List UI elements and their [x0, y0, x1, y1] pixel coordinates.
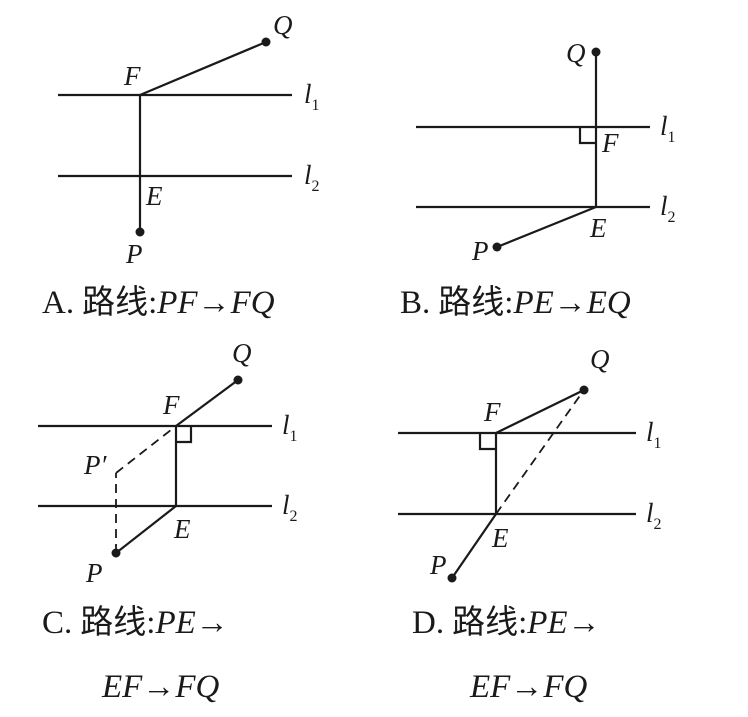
panel-c: Q F P′ E P l1 l2 C.路线:PE→ EF→FQ: [38, 338, 298, 705]
panel-b-label-l1: l1: [660, 111, 676, 146]
panel-c-label-e: E: [173, 514, 191, 544]
panel-d-point-p: [447, 573, 457, 583]
panel-b-segment-pe: [496, 205, 597, 249]
panel-c-label-f: F: [162, 390, 180, 420]
panel-d-label-f: F: [483, 397, 501, 427]
panel-a-segment-fq: [139, 40, 267, 97]
panel-c-caption-line-1: C.路线:PE→: [42, 604, 229, 641]
panel-c-caption-line-2: EF→FQ: [101, 669, 219, 705]
panel-d: Q F E P l1 l2 D.路线:PE→ EF→FQ: [398, 344, 662, 705]
panel-a-point-q: [261, 37, 271, 47]
panel-d-label-l1: l1: [646, 417, 662, 452]
panel-d-segment-pe: [451, 513, 497, 579]
panel-b-label-e: E: [589, 213, 607, 243]
panel-d-dashed-eq: [495, 389, 585, 515]
panel-a-label-l2: l2: [304, 160, 320, 195]
panel-b-label-p: P: [471, 236, 489, 266]
panel-c-right-angle-mark: [176, 426, 193, 444]
panel-c-label-p: P: [85, 558, 103, 588]
panel-c-dashed-pf: [115, 425, 177, 474]
panel-a-label-l1: l1: [304, 79, 320, 114]
panel-b: Q F E P l1 l2 B.路线:PE→EQ: [400, 38, 676, 321]
panel-c-point-q: [233, 375, 243, 385]
panel-b-caption: B.路线:PE→EQ: [400, 284, 631, 321]
panel-b-label-f: F: [601, 128, 619, 158]
panel-d-segment-fq: [495, 389, 585, 434]
panel-b-right-angle-mark: [578, 127, 596, 145]
panel-c-segment-fq: [175, 379, 239, 427]
panel-a-label-e: E: [145, 181, 163, 211]
panel-c-label-p-prime: P′: [83, 450, 107, 480]
panel-b-point-p: [492, 242, 502, 252]
panel-a-point-p: [135, 227, 145, 237]
panel-c-label-q: Q: [232, 338, 252, 368]
panel-c-label-l2: l2: [282, 490, 298, 525]
panel-a-label-p: P: [125, 239, 143, 269]
panel-a-caption: A.路线:PF→FQ: [42, 284, 275, 321]
panel-d-caption-line-1: D.路线:PE→: [412, 604, 601, 641]
panel-b-label-l2: l2: [660, 191, 676, 226]
panel-d-caption-line-2: EF→FQ: [469, 669, 587, 705]
panel-d-label-p: P: [429, 550, 447, 580]
panel-d-label-q: Q: [590, 344, 610, 374]
panel-a-label-q: Q: [273, 10, 293, 40]
panel-a: Q F E P l1 l2 A.路线:PF→FQ: [42, 10, 320, 321]
panel-c-point-p: [111, 548, 121, 558]
panel-b-point-q: [591, 47, 601, 57]
panel-d-label-e: E: [491, 523, 509, 553]
panel-c-label-l1: l1: [282, 410, 298, 445]
panel-a-label-f: F: [123, 61, 141, 91]
panel-d-label-l2: l2: [646, 498, 662, 533]
panel-b-label-q: Q: [566, 38, 586, 68]
panel-d-right-angle-mark: [478, 433, 496, 451]
panel-d-point-q: [579, 385, 589, 395]
panel-c-segment-pe: [115, 505, 177, 554]
